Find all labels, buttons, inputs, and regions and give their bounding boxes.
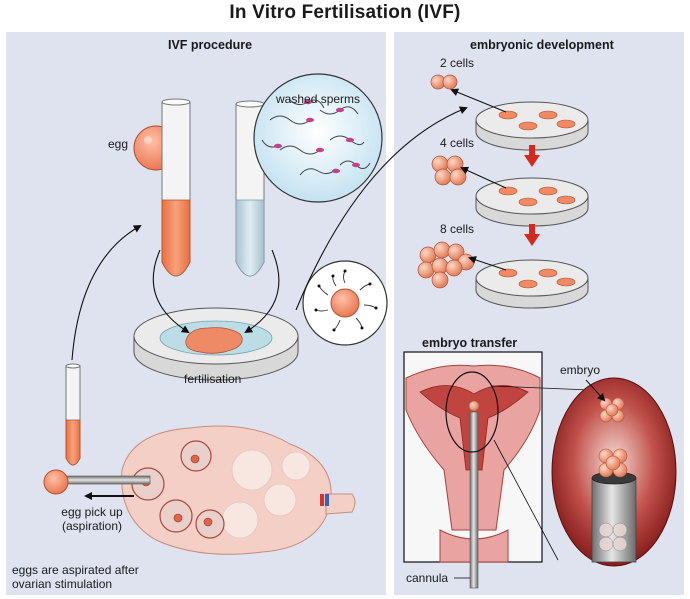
cannula-label: cannula (406, 571, 449, 585)
aspiration-test-tube (65, 363, 81, 466)
ovarian-stimulation-caption: eggs are aspirated after ovarian stimula… (12, 563, 139, 591)
dish2-pointer-arrow (460, 166, 507, 189)
diagram-title: In Vitro Fertilisation (IVF) (229, 2, 461, 23)
culture-dish-1 (475, 101, 589, 151)
ovary-follicle (195, 509, 225, 539)
washed-sperms-label: washed sperms (276, 92, 361, 106)
embryo-transfer-heading: embryo transfer (422, 336, 518, 350)
ovary-follicle (180, 440, 212, 472)
two-cell-embryo (430, 74, 458, 90)
embryo-transfer-magnified (551, 377, 677, 567)
egg-with-sperms-closeup (302, 260, 388, 346)
zoom-connector-top (491, 385, 591, 391)
aspiration-needle (43, 469, 151, 495)
zoom-connector-bottom (493, 439, 559, 561)
development-red-arrow (524, 224, 540, 246)
culture-dish-3 (475, 259, 589, 309)
aspiration-to-tube-arrow (71, 225, 142, 361)
dish1-pointer-arrow (450, 88, 507, 113)
egg-pick-up-label: egg pick up (aspiration) (52, 505, 132, 533)
egg-pick-up-line2: (aspiration) (61, 519, 123, 533)
embryo-pointer-arrow (585, 379, 606, 402)
dish-to-development-arrow (295, 106, 468, 311)
caption-line2: ovarian stimulation (12, 577, 113, 591)
washed-sperms-magnifier (253, 73, 383, 203)
embryonic-development-heading: embryonic development (470, 38, 614, 52)
stage-label-4-cells: 4 cells (440, 136, 475, 150)
egg-to-dish-arrow (152, 249, 190, 334)
culture-dish-2 (475, 177, 589, 227)
four-cell-embryo (431, 155, 467, 186)
caption-line1: eggs are aspirated after (12, 563, 139, 577)
eight-cell-embryo (417, 241, 475, 289)
ivf-procedure-heading: IVF procedure (168, 38, 253, 52)
embryo-transfer-box (403, 351, 543, 589)
egg-label: egg (108, 137, 129, 151)
egg-pick-up-line1: egg pick up (61, 505, 123, 519)
dish3-pointer-arrow (468, 256, 507, 271)
fertilisation-label: fertilisation (184, 372, 242, 386)
stage-label-8-cells: 8 cells (440, 222, 475, 236)
development-red-arrow (524, 145, 540, 167)
egg-test-tube (161, 98, 191, 277)
fertilisation-petri-dish (133, 307, 299, 381)
embryo-label: embryo (560, 363, 601, 377)
sperm-to-dish-arrow (244, 249, 280, 334)
ovary (121, 425, 356, 555)
ovary-follicle (159, 499, 193, 533)
stage-label-2-cells: 2 cells (440, 56, 475, 70)
